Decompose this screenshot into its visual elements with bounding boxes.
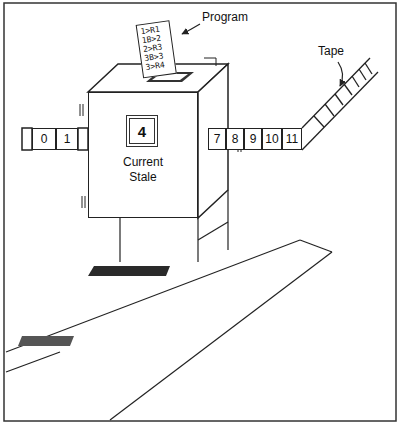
tape-cell: 1 — [56, 128, 78, 150]
floor-track — [6, 240, 332, 420]
tape-cell: 11 — [282, 128, 302, 150]
tape-perspective — [302, 58, 378, 150]
tape-cell: 10 — [262, 128, 282, 150]
program-paper: 1>R1 1B>2 2>R3 3B>3 3>R4 — [136, 20, 177, 78]
node-text: 10 — [265, 132, 278, 146]
node-text: 0 — [41, 132, 48, 146]
node-text: 1>R1 1B>2 2>R3 3B>3 3>R4 — [140, 25, 165, 72]
tape-cell: 9 — [244, 128, 262, 150]
node-text: 7 — [214, 132, 221, 146]
machine-side — [198, 64, 228, 218]
part-label: Tape — [318, 44, 344, 58]
floor-mark — [18, 336, 74, 346]
tape-cell: 8 — [226, 128, 244, 150]
floor-mark — [88, 266, 170, 276]
part-label: Program — [202, 10, 248, 24]
state-box: 4 — [126, 115, 158, 147]
machine-face: Current Stale 4 — [88, 92, 198, 218]
tape-cell: 0 — [32, 128, 56, 150]
leader-line — [182, 24, 200, 34]
node-text: 1 — [64, 132, 71, 146]
node-text: 8 — [232, 132, 239, 146]
leader-line — [338, 62, 343, 86]
node-text: 11 — [286, 132, 298, 146]
tape-piece — [22, 128, 32, 150]
picture-frame — [4, 3, 396, 421]
node-text: 9 — [250, 132, 257, 146]
tape-cell: 7 — [208, 128, 226, 150]
node-text: Current Stale — [114, 155, 172, 185]
tape-piece — [78, 128, 88, 150]
node-text: 4 — [138, 123, 146, 140]
